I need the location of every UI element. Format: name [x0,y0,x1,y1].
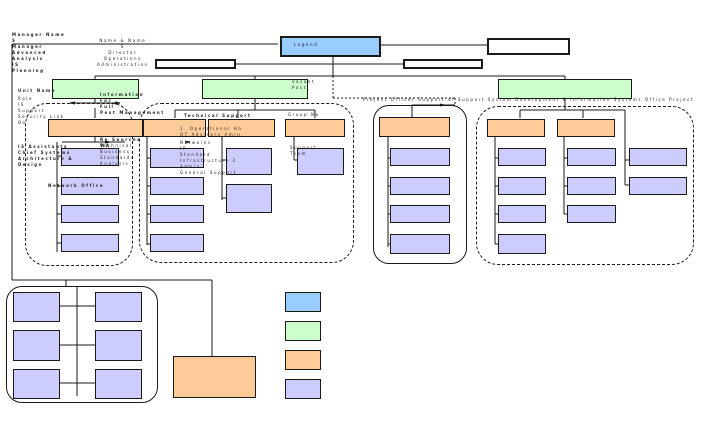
staff-right-9 [629,177,687,195]
unit-left-box [52,79,139,99]
support-1 [13,292,60,322]
support-2 [95,292,142,322]
support-3 [13,330,60,361]
staff-mid-3 [150,205,204,223]
staff-left-1 [61,148,119,166]
left-note-6: Re Sources WA [100,137,142,148]
staff-mid-7 [297,148,344,175]
staff-cr-2 [390,177,450,195]
team-lead-center-right [379,117,450,137]
staff-mid-4 [150,234,204,252]
team-lead-mid-2 [208,119,275,137]
staff-cr-4 [390,234,450,254]
staff-right-7 [567,205,616,223]
left-note-1: Role IS Support Security Link On [18,96,65,125]
staff-right-5 [567,148,616,166]
upper-note-2: Name & Name S Director Operations Admini… [97,38,149,67]
group-middle [139,103,354,263]
unit-right-box [498,79,632,99]
staff-left-3 [61,205,119,223]
staff-right-3 [498,205,546,223]
staff-mid-2 [150,177,204,195]
staff-right-2 [498,177,546,195]
mid-note-2: Networks IP Standard Infrastructure 2 Ad… [180,140,237,175]
staff-right-1 [498,148,546,166]
staff-right-6 [567,177,616,195]
team-lead-right-1 [487,119,545,137]
team-lead-right-2 [557,119,615,137]
support-4 [95,330,142,361]
support-6 [95,369,142,399]
staff-mid-5 [226,148,272,175]
support-5 [13,369,60,399]
team-lead-mid-3 [285,119,345,137]
group-center-right [373,105,467,264]
mid-note-4: Support Team [290,145,318,156]
center-note: Vacant Post [292,79,316,90]
group-right [476,106,694,265]
staff-left-4 [61,234,119,252]
legend-swatch-orange [285,350,321,370]
mid-note-3: Group No [288,112,320,117]
left-note-4: Technical Business Standards Analysis [100,143,135,166]
left-note-3: IS Assistants Chief Systems Architecture… [18,144,74,167]
mid-group-title: Technical Support [184,113,252,118]
mid-note-1: 1. Operational Ha OT Advisory Amin [180,126,243,137]
staff-mid-1 [150,148,204,168]
legend-swatch-blue-top [285,292,321,312]
staff-mid-6 [226,184,272,213]
right-branch-note: Project Officer Support of Support Syste… [363,97,695,102]
group-left [25,103,133,266]
team-lead-left [48,119,143,137]
legend-label: Legend [294,42,319,47]
left-note-2: Information For Full Post Management [100,92,165,115]
staff-right-8 [629,148,687,166]
left-note-5: Network Office [48,183,105,188]
unit-center-box [202,79,308,99]
director-box: Legend [280,36,381,57]
legend-swatch-green [285,321,321,341]
legend-swatch-lavender [285,379,321,399]
upper-left-note: Manager Name S Manager Advanced Analysis… [12,32,66,73]
left-group-title: Unit Name [18,88,57,93]
staff-left-2 [61,177,119,195]
advisor-box [487,38,570,55]
standalone-unit [173,356,256,398]
deputy-left-box [155,59,236,69]
group-bottom-left [6,286,158,403]
staff-cr-1 [390,148,450,166]
team-lead-mid-1 [143,119,206,137]
deputy-right-box [403,59,483,69]
staff-right-4 [498,234,546,254]
staff-cr-3 [390,205,450,223]
